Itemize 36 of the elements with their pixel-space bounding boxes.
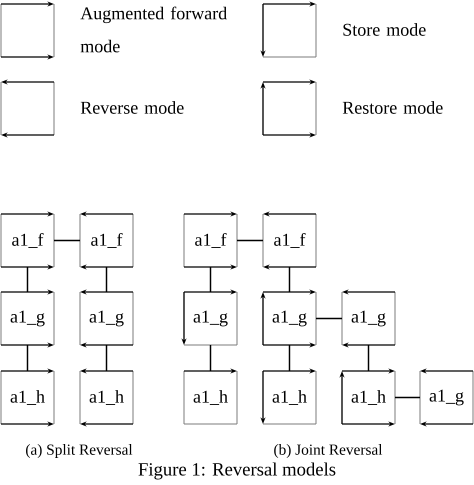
node-label: a1_h bbox=[352, 390, 386, 405]
legend-label: Store mode bbox=[343, 23, 426, 36]
connector-line bbox=[316, 318, 342, 320]
node-label: a1_f bbox=[274, 232, 306, 248]
connector-line bbox=[395, 396, 420, 398]
legend-label: Augmented forward mode bbox=[80, 6, 227, 52]
node-label: a1_f bbox=[91, 232, 123, 248]
node-label: a1_g bbox=[272, 310, 307, 326]
connector-line bbox=[210, 266, 212, 292]
node-label: a1_h bbox=[194, 390, 228, 405]
connector-line bbox=[54, 240, 80, 242]
node-label: a1_f bbox=[12, 232, 44, 248]
mode-box: a1_h bbox=[184, 368, 238, 424]
node-label: a1_g bbox=[352, 310, 386, 326]
connector-line bbox=[210, 345, 212, 371]
connector-line bbox=[237, 240, 263, 242]
node-label: a1_g bbox=[430, 390, 464, 406]
node-label: a1_g bbox=[90, 310, 124, 326]
connector-line bbox=[288, 266, 290, 292]
node-label: a1_f bbox=[195, 232, 227, 248]
connector-line bbox=[26, 266, 28, 292]
node-label: a1_h bbox=[272, 390, 307, 405]
node-label: a1_g bbox=[194, 310, 228, 326]
subfigure-caption: (a) Split Reversal bbox=[26, 444, 132, 458]
connector-line bbox=[26, 345, 28, 371]
node-label: a1_g bbox=[10, 310, 45, 326]
figure-caption: Figure 1: Reversal models bbox=[138, 462, 336, 480]
node-label: a1_h bbox=[10, 390, 45, 405]
connector-line bbox=[288, 345, 290, 371]
node-label: a1_h bbox=[90, 390, 124, 405]
connector-line bbox=[368, 345, 370, 371]
connector-line bbox=[106, 345, 108, 371]
legend-label: Restore mode bbox=[342, 101, 443, 114]
subfigure-caption: (b) Joint Reversal bbox=[274, 444, 382, 458]
connector-line bbox=[106, 266, 108, 292]
legend-label: Reverse mode bbox=[80, 101, 184, 114]
